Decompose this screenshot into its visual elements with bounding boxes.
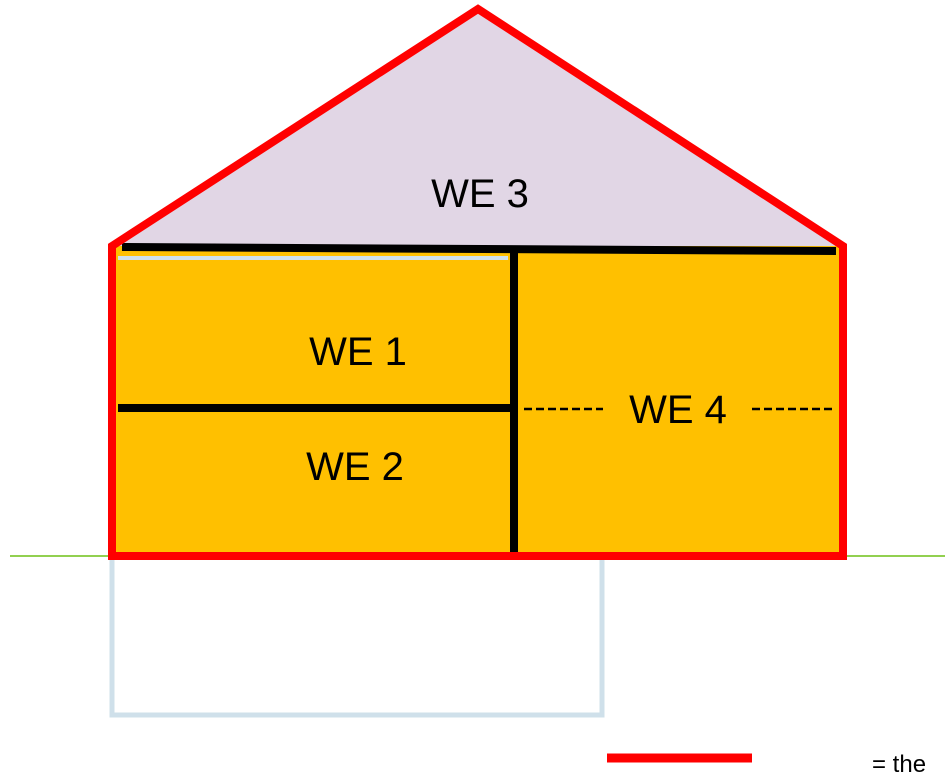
legend-text: = the xyxy=(872,751,926,777)
label-we1: WE 1 xyxy=(309,330,407,374)
label-we2: WE 2 xyxy=(306,445,404,489)
attic-zone xyxy=(112,9,843,246)
heated-zone xyxy=(112,246,843,556)
label-we3: WE 3 xyxy=(431,172,529,216)
label-we4: WE 4 xyxy=(629,388,727,432)
thermal-envelope xyxy=(108,4,847,560)
basement-outline xyxy=(109,556,605,718)
ceiling-wall xyxy=(121,243,837,255)
